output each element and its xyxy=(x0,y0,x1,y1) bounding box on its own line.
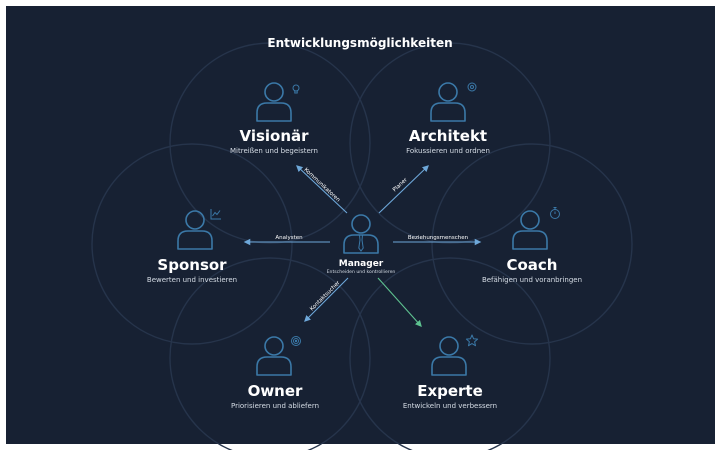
visionaer-subtitle: Mitreißen und begeistern xyxy=(230,147,318,155)
circle-architekt xyxy=(349,42,551,244)
arrow-label-coach: Beziehungsmenschen xyxy=(408,235,469,241)
arrow-to-experte xyxy=(377,277,422,327)
arrow-label-sponsor: Analysten xyxy=(275,235,303,241)
role-architekt: Architekt Fokussieren und ordnen xyxy=(406,82,490,155)
star-icon xyxy=(465,334,479,347)
manager-person-icon xyxy=(343,214,379,254)
arrows xyxy=(243,165,482,327)
circle-coach xyxy=(431,143,633,345)
owner-subtitle: Priorisieren und abliefern xyxy=(231,402,319,410)
lightbulb-icon xyxy=(292,84,300,94)
coach-name: Coach xyxy=(506,256,557,274)
owner-name: Owner xyxy=(248,382,303,400)
target-icon xyxy=(291,336,301,346)
diagram-background xyxy=(6,6,715,444)
visionaer-name: Visionär xyxy=(239,127,309,145)
arrow-to-architekt xyxy=(378,165,429,214)
gear-icon xyxy=(467,82,477,92)
role-sponsor: Sponsor Bewerten und investieren xyxy=(147,209,237,284)
sponsor-name: Sponsor xyxy=(157,256,227,274)
role-coach: Coach Befähigen und voranbringen xyxy=(482,207,582,284)
sponsor-subtitle: Bewerten und investieren xyxy=(147,276,237,284)
architekt-name: Architekt xyxy=(409,127,487,145)
role-visionaer: Visionär Mitreißen und begeistern xyxy=(230,82,318,155)
manager-node: Manager Entscheiden und kontrollieren xyxy=(327,214,396,275)
arrow-to-visionaer xyxy=(296,165,348,214)
circle-sponsor xyxy=(91,143,293,345)
circle-owner xyxy=(169,257,371,450)
circle-experte xyxy=(349,257,551,450)
manager-subtitle: Entscheiden und kontrollieren xyxy=(327,269,396,275)
diagram-title: Entwicklungsmöglichkeiten xyxy=(267,36,452,50)
role-owner: Owner Priorisieren und abliefern xyxy=(231,336,319,410)
manager-name: Manager xyxy=(339,259,384,269)
stopwatch-icon xyxy=(550,207,560,219)
background-circles xyxy=(91,42,633,450)
experte-name: Experte xyxy=(417,382,483,400)
arrow-to-owner xyxy=(304,277,349,322)
architekt-subtitle: Fokussieren und ordnen xyxy=(406,147,490,155)
circle-visionaer xyxy=(169,42,371,244)
role-experte: Experte Entwickeln und verbessern xyxy=(403,334,497,410)
experte-subtitle: Entwickeln und verbessern xyxy=(403,402,497,410)
line-chart-icon xyxy=(210,209,221,220)
coach-subtitle: Befähigen und voranbringen xyxy=(482,276,582,284)
